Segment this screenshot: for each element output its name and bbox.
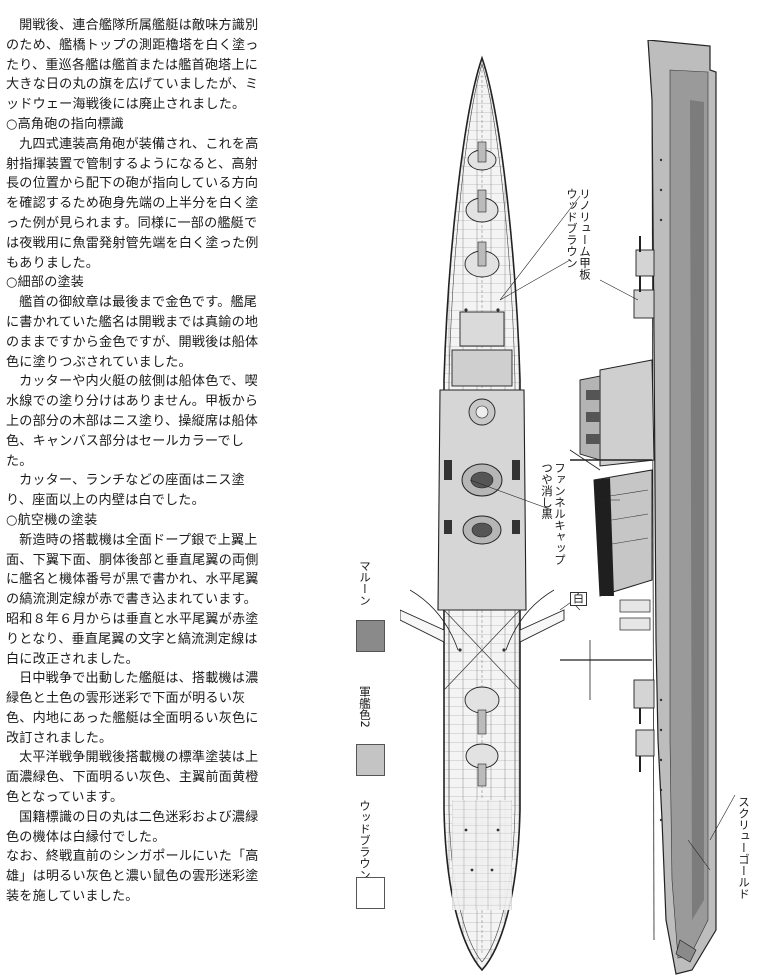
callout-linoleum-wood-brown: リノリューム甲板 ウッドブラウン <box>565 188 592 280</box>
section-heading: ○細部の塗装 <box>6 275 85 291</box>
section-heading: ○航空機の塗装 <box>6 512 98 528</box>
body-paragraph: 艦首の御紋章は最後まで金色です。艦尾に書かれていた艦名は開戦までは真鍮の地のまま… <box>6 295 259 370</box>
legend-label-gunmetal-2: 軍艦色2 <box>358 686 372 728</box>
body-paragraph: カッターや内火艇の舷側は船体色で、喫水線での塗り分けはありません。甲板から上の部… <box>6 374 259 469</box>
body-paragraph: カッター、ランチなどの座面はニス塗り、座面以上の内壁は白でした。 <box>6 473 245 509</box>
body-paragraph: 開戦後、連合艦隊所属艦艇は敵味方識別のため、艦橋トップの測距櫓塔を白く塗ったり、… <box>6 18 259 113</box>
body-paragraph: 新造時の搭載機は全面ドープ銀で上翼上面、下翼下面、胴体後部と垂直尾翼の両側に艦名… <box>6 532 259 667</box>
legend-label-maroon: マルーン <box>358 560 372 606</box>
body-paragraph: 国籍標識の日の丸は二色迷彩および濃緑色の機体は白縁付でした。 <box>6 809 259 845</box>
section-heading: ○高角砲の指向標識 <box>6 116 124 132</box>
legend-swatch-maroon <box>356 620 385 652</box>
body-paragraph: 日中戦争で出動した艦艇は、搭載機は濃緑色と土色の雲形迷彩で下面が明るい灰色、内地… <box>6 671 259 746</box>
callout-white: 白 <box>570 592 587 606</box>
body-text-column: 開戦後、連合艦隊所属艦艇は敵味方識別のため、艦橋トップの測距櫓塔を白く塗ったり、… <box>6 16 264 907</box>
callout-funnel-cap-matte-black: ファンネルキャップ つや消し黒 <box>540 462 567 566</box>
legend-label-wood-brown: ウッドブラウン <box>358 800 372 881</box>
section-heading: なお、終戦直前のシンガポールにいた「高雄」は明るい灰色と濃い鼠色の雲形迷彩塗装を… <box>6 849 259 905</box>
legend-swatch-gunmetal-2 <box>356 744 385 776</box>
body-paragraph: 九四式連装高角砲が装備され、これを高射指揮装置で管制するようになると、高射長の位… <box>6 136 259 271</box>
ship-plan-view-drawing <box>400 55 565 972</box>
legend-swatch-wood-brown <box>356 877 385 909</box>
callout-screw-gold: スクリューゴールド <box>737 796 751 900</box>
ship-profile-view-drawing: /// <box>560 40 717 975</box>
body-paragraph: 太平洋戦争開戦後搭載機の標準塗装は上面濃緑色、下面明るい灰色、主翼前面黄橙色とな… <box>6 750 259 806</box>
